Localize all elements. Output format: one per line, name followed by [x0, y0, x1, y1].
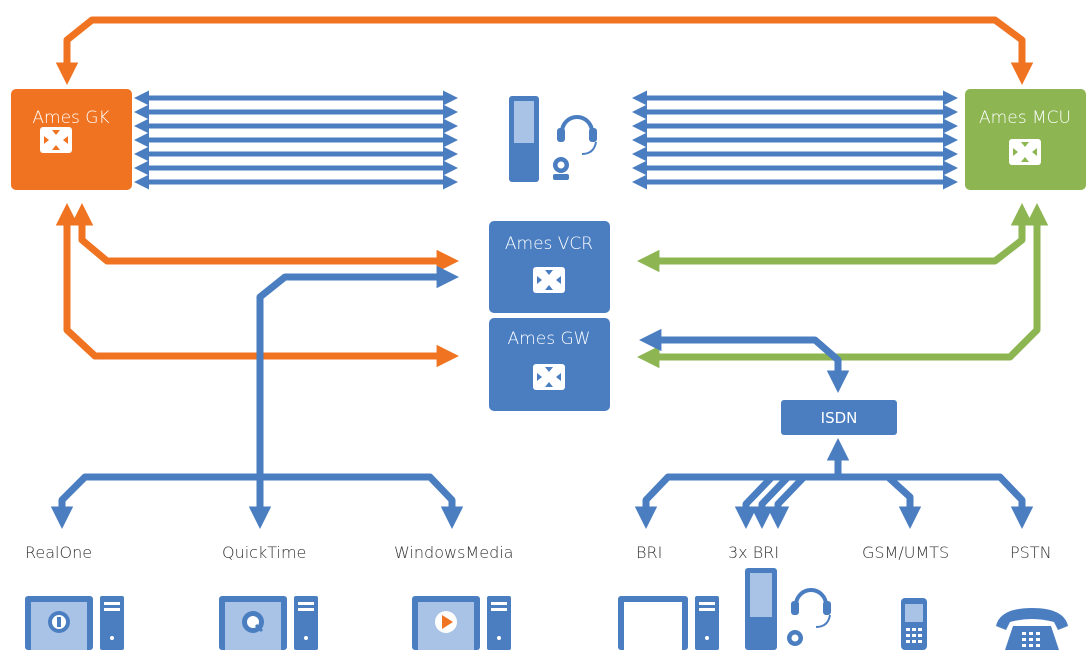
- bri-label: BRI: [636, 543, 662, 562]
- isdn-label: ISDN: [821, 409, 858, 427]
- gsm-umts-label: GSM/UMTS: [862, 543, 949, 562]
- windows-media-label: WindowsMedia: [394, 543, 513, 562]
- workstation-headset-icon: [745, 568, 831, 650]
- router-icon: [533, 364, 565, 390]
- mcu-vcr-link: [637, 203, 1034, 273]
- isdn-node[interactable]: ISDN: [781, 400, 897, 435]
- gw-isdn-link: [639, 328, 850, 393]
- bri3-drop-1: [734, 474, 775, 529]
- vcr-label: Ames VCR: [505, 234, 593, 254]
- mcu-label: Ames MCU: [979, 108, 1071, 128]
- gw-node[interactable]: Ames GW: [489, 318, 610, 411]
- router-icon: [533, 267, 565, 293]
- quicktime-label: QuickTime: [222, 543, 306, 562]
- isdn-links: [634, 328, 1034, 529]
- mcu-connections: [637, 203, 1049, 369]
- gk-endpoint-links: [134, 90, 458, 190]
- mobile-phone-icon: [901, 598, 927, 650]
- gk-vcr-link: [70, 203, 459, 273]
- workstation-headset-icon: [509, 96, 597, 182]
- bri3-drop-2: [750, 474, 791, 529]
- realone-icon: [25, 596, 124, 650]
- isdn-bus: [634, 473, 1034, 529]
- telephone-icon: [996, 608, 1068, 650]
- vcr-node[interactable]: Ames VCR: [489, 221, 610, 313]
- bri3-label: 3x BRI: [728, 543, 779, 562]
- mcu-node[interactable]: Ames MCU: [965, 89, 1086, 190]
- streaming-bus: [50, 473, 464, 529]
- gw-label: Ames GW: [508, 329, 591, 349]
- vcr-streaming-trunk: [248, 265, 459, 529]
- realone-label: RealOne: [25, 543, 92, 562]
- streaming-links: [50, 265, 464, 529]
- gsm-drop: [885, 474, 922, 529]
- router-icon: [40, 127, 72, 153]
- windows-media-icon: [412, 596, 511, 650]
- mcu-endpoint-links: [632, 90, 958, 190]
- gk-mcu-link: [55, 16, 1034, 85]
- mcu-gw-link: [637, 203, 1049, 369]
- router-icon: [1009, 139, 1041, 165]
- pstn-label: PSTN: [1010, 543, 1052, 562]
- bri3-drop-3: [766, 474, 807, 529]
- gk-node[interactable]: Ames GK: [11, 89, 132, 190]
- quicktime-icon: [219, 596, 318, 650]
- computer-icon: [618, 596, 719, 650]
- gk-label: Ames GK: [32, 108, 109, 128]
